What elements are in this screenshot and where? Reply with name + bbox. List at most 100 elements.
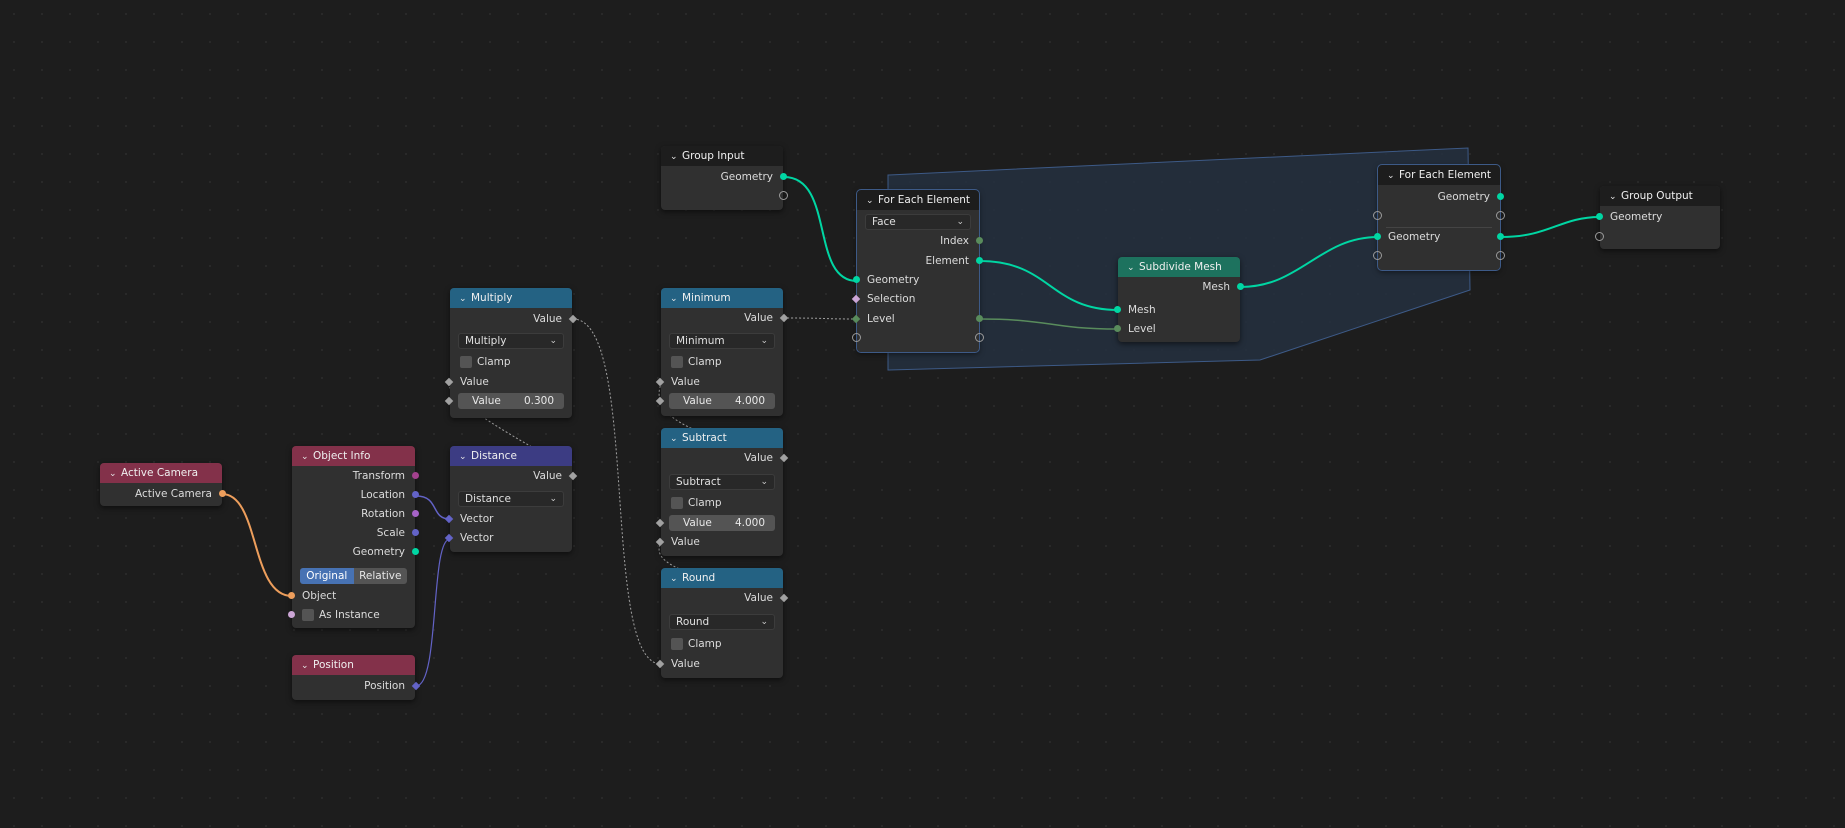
group-input-node[interactable]: ⌄Group Input Geometry	[661, 146, 788, 210]
geometry-socket[interactable]	[412, 548, 419, 555]
value-input-socket[interactable]	[655, 659, 665, 669]
relative-option[interactable]: Relative	[353, 568, 407, 584]
node-header[interactable]: ⌄Minimum	[661, 288, 783, 308]
index-socket[interactable]	[976, 237, 983, 244]
empty-socket[interactable]	[1496, 251, 1505, 260]
chevron-down-icon[interactable]: ⌄	[670, 434, 678, 444]
clamp-checkbox[interactable]	[671, 356, 683, 368]
for-each-element-input-node[interactable]: ⌄For Each Element Face⌄ Index Element Ge…	[851, 189, 984, 353]
active-camera-node[interactable]: ⌄Active Camera Active Camera	[100, 463, 226, 506]
selection-socket[interactable]	[851, 294, 861, 304]
group-output-node[interactable]: ⌄Group Output Geometry	[1595, 186, 1720, 249]
empty-socket[interactable]	[1373, 211, 1382, 220]
clamp-checkbox[interactable]	[671, 638, 683, 650]
mesh-input-socket[interactable]	[1114, 306, 1121, 313]
distance-node[interactable]: ⌄Distance Value Distance⌄ Vector Vector	[444, 446, 578, 552]
value-input-socket[interactable]	[655, 518, 665, 528]
minimum-node[interactable]: ⌄Minimum Value Minimum⌄ Clamp Value Valu…	[655, 288, 789, 416]
value-output-socket[interactable]	[568, 471, 578, 481]
value-output-socket[interactable]	[779, 593, 789, 603]
chevron-down-icon[interactable]: ⌄	[109, 469, 117, 479]
vector-input-socket[interactable]	[444, 533, 454, 543]
level-input-socket[interactable]	[1114, 325, 1121, 332]
node-header[interactable]: ⌄Subtract	[661, 428, 783, 448]
node-header[interactable]: ⌄Group Output	[1600, 186, 1720, 206]
chevron-down-icon[interactable]: ⌄	[1609, 192, 1617, 202]
value-input-socket[interactable]	[655, 377, 665, 387]
operation-dropdown[interactable]: Subtract⌄	[669, 474, 775, 490]
operation-dropdown[interactable]: Round⌄	[669, 614, 775, 630]
node-header[interactable]: ⌄Active Camera	[100, 463, 222, 483]
empty-socket[interactable]	[1373, 251, 1382, 260]
round-node[interactable]: ⌄Round Value Round⌄ Clamp Value	[655, 568, 789, 678]
chevron-down-icon[interactable]: ⌄	[670, 574, 678, 584]
empty-socket[interactable]	[852, 333, 861, 342]
node-header[interactable]: ⌄Group Input	[661, 146, 783, 166]
value-input-socket[interactable]	[444, 377, 454, 387]
object-socket[interactable]	[288, 592, 295, 599]
clamp-checkbox[interactable]	[671, 497, 683, 509]
geometry-socket[interactable]	[780, 173, 787, 180]
subdivide-mesh-node[interactable]: ⌄Subdivide Mesh Mesh Mesh Level	[1114, 257, 1244, 342]
as-instance-socket[interactable]	[288, 611, 295, 618]
chevron-down-icon[interactable]: ⌄	[459, 452, 467, 462]
element-socket[interactable]	[976, 257, 983, 264]
operation-dropdown[interactable]: Multiply⌄	[458, 333, 564, 349]
level-input-socket[interactable]	[851, 314, 861, 324]
domain-dropdown[interactable]: Face⌄	[865, 214, 971, 230]
value-input-socket[interactable]	[444, 396, 454, 406]
node-header[interactable]: ⌄Round	[661, 568, 783, 588]
value-input-socket[interactable]	[655, 396, 665, 406]
geometry-input-socket[interactable]	[1374, 233, 1381, 240]
geometry-output-socket[interactable]	[1497, 193, 1504, 200]
geometry-input-socket[interactable]	[853, 276, 860, 283]
for-each-element-output-node[interactable]: ⌄For Each Element Geometry Geometry	[1373, 164, 1505, 271]
level-output-socket[interactable]	[976, 315, 983, 322]
chevron-down-icon[interactable]: ⌄	[1127, 263, 1135, 273]
multiply-node[interactable]: ⌄Multiply Value Multiply⌄ Clamp Value Va…	[444, 288, 578, 418]
chevron-down-icon[interactable]: ⌄	[670, 294, 678, 304]
clamp-checkbox[interactable]	[460, 356, 472, 368]
position-node[interactable]: ⌄Position Position	[292, 655, 421, 700]
original-option[interactable]: Original	[300, 568, 354, 584]
chevron-down-icon[interactable]: ⌄	[670, 152, 678, 162]
transform-space-toggle[interactable]: Original Relative	[300, 568, 407, 584]
geometry-output-socket[interactable]	[1497, 233, 1504, 240]
vector-input-socket[interactable]	[444, 514, 454, 524]
chevron-down-icon[interactable]: ⌄	[1387, 171, 1395, 181]
value-input-socket[interactable]	[655, 537, 665, 547]
scale-socket[interactable]	[412, 529, 419, 536]
object-info-node[interactable]: ⌄Object Info Transform Location Rotation…	[288, 446, 419, 628]
operation-dropdown[interactable]: Minimum⌄	[669, 333, 775, 349]
position-socket[interactable]	[411, 681, 421, 691]
node-header[interactable]: ⌄For Each Element	[1378, 165, 1500, 185]
output-socket[interactable]	[219, 490, 226, 497]
value-output-socket[interactable]	[779, 453, 789, 463]
location-socket[interactable]	[412, 491, 419, 498]
operation-dropdown[interactable]: Distance⌄	[458, 491, 564, 507]
node-header[interactable]: ⌄Subdivide Mesh	[1118, 257, 1240, 277]
value-output-socket[interactable]	[568, 314, 578, 324]
empty-socket[interactable]	[1595, 232, 1604, 241]
node-header[interactable]: ⌄For Each Element	[857, 190, 979, 210]
geometry-input-socket[interactable]	[1596, 213, 1603, 220]
node-header[interactable]: ⌄Object Info	[292, 446, 415, 466]
transform-socket[interactable]	[412, 472, 419, 479]
empty-socket[interactable]	[1496, 211, 1505, 220]
empty-socket[interactable]	[975, 333, 984, 342]
chevron-down-icon[interactable]: ⌄	[459, 294, 467, 304]
node-header[interactable]: ⌄Multiply	[450, 288, 572, 308]
value-output-socket[interactable]	[779, 313, 789, 323]
mesh-output-socket[interactable]	[1237, 283, 1244, 290]
empty-socket[interactable]	[779, 191, 788, 200]
node-header[interactable]: ⌄Distance	[450, 446, 572, 466]
rotation-socket[interactable]	[412, 510, 419, 517]
chevron-down-icon[interactable]: ⌄	[301, 661, 309, 671]
as-instance-checkbox[interactable]	[302, 609, 314, 621]
chevron-down-icon[interactable]: ⌄	[301, 452, 309, 462]
node-header[interactable]: ⌄Position	[292, 655, 415, 675]
